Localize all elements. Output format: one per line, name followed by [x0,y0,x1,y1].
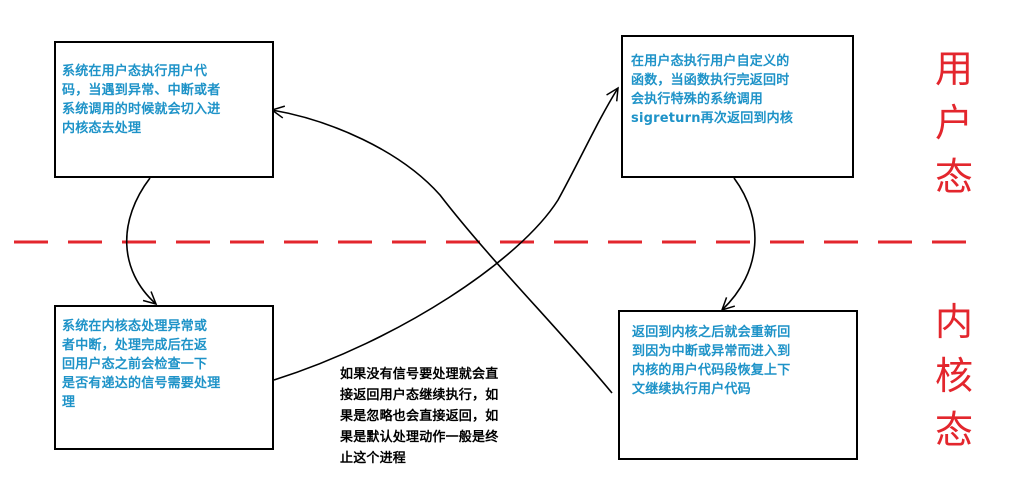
arrow-tr-to-br [720,177,756,312]
arrow-tl-to-bl [125,177,158,306]
box-user-code-execution-text: 系统在用户态执行用户代 码，当遇到异常、中断或者 系统调用的时候就会切入进 内核… [62,64,221,136]
label-user-mode: 用 户 态 [934,47,973,199]
label-kernel-mode: 内 核 态 [934,300,973,452]
box-user-handler-text: 在用户态执行用户自定义的 函数，当函数执行完返回时 会执行特殊的系统调用 sig… [631,54,794,126]
box-kernel-return [618,310,858,460]
box-user-code-execution [54,41,274,178]
box-kernel-signal-check-text: 系统在内核态处理异常或 者中断，处理完成后在返 回用户态之前会检查一下 是否有递… [62,319,221,410]
box-kernel-signal-check [54,305,274,450]
box-kernel-return-text: 返回到内核之后就会重新回 到因为中断或异常而进入到 内核的用户代码段恢复上下 文… [632,325,791,397]
arrow-br-to-tl [270,105,613,394]
box-user-handler [621,35,854,178]
arrow-bl-to-tr [273,86,619,381]
no-signal-note: 如果没有信号要处理就会直 接返回用户态继续执行，如 果是忽略也会直接返回，如 果… [340,367,499,466]
